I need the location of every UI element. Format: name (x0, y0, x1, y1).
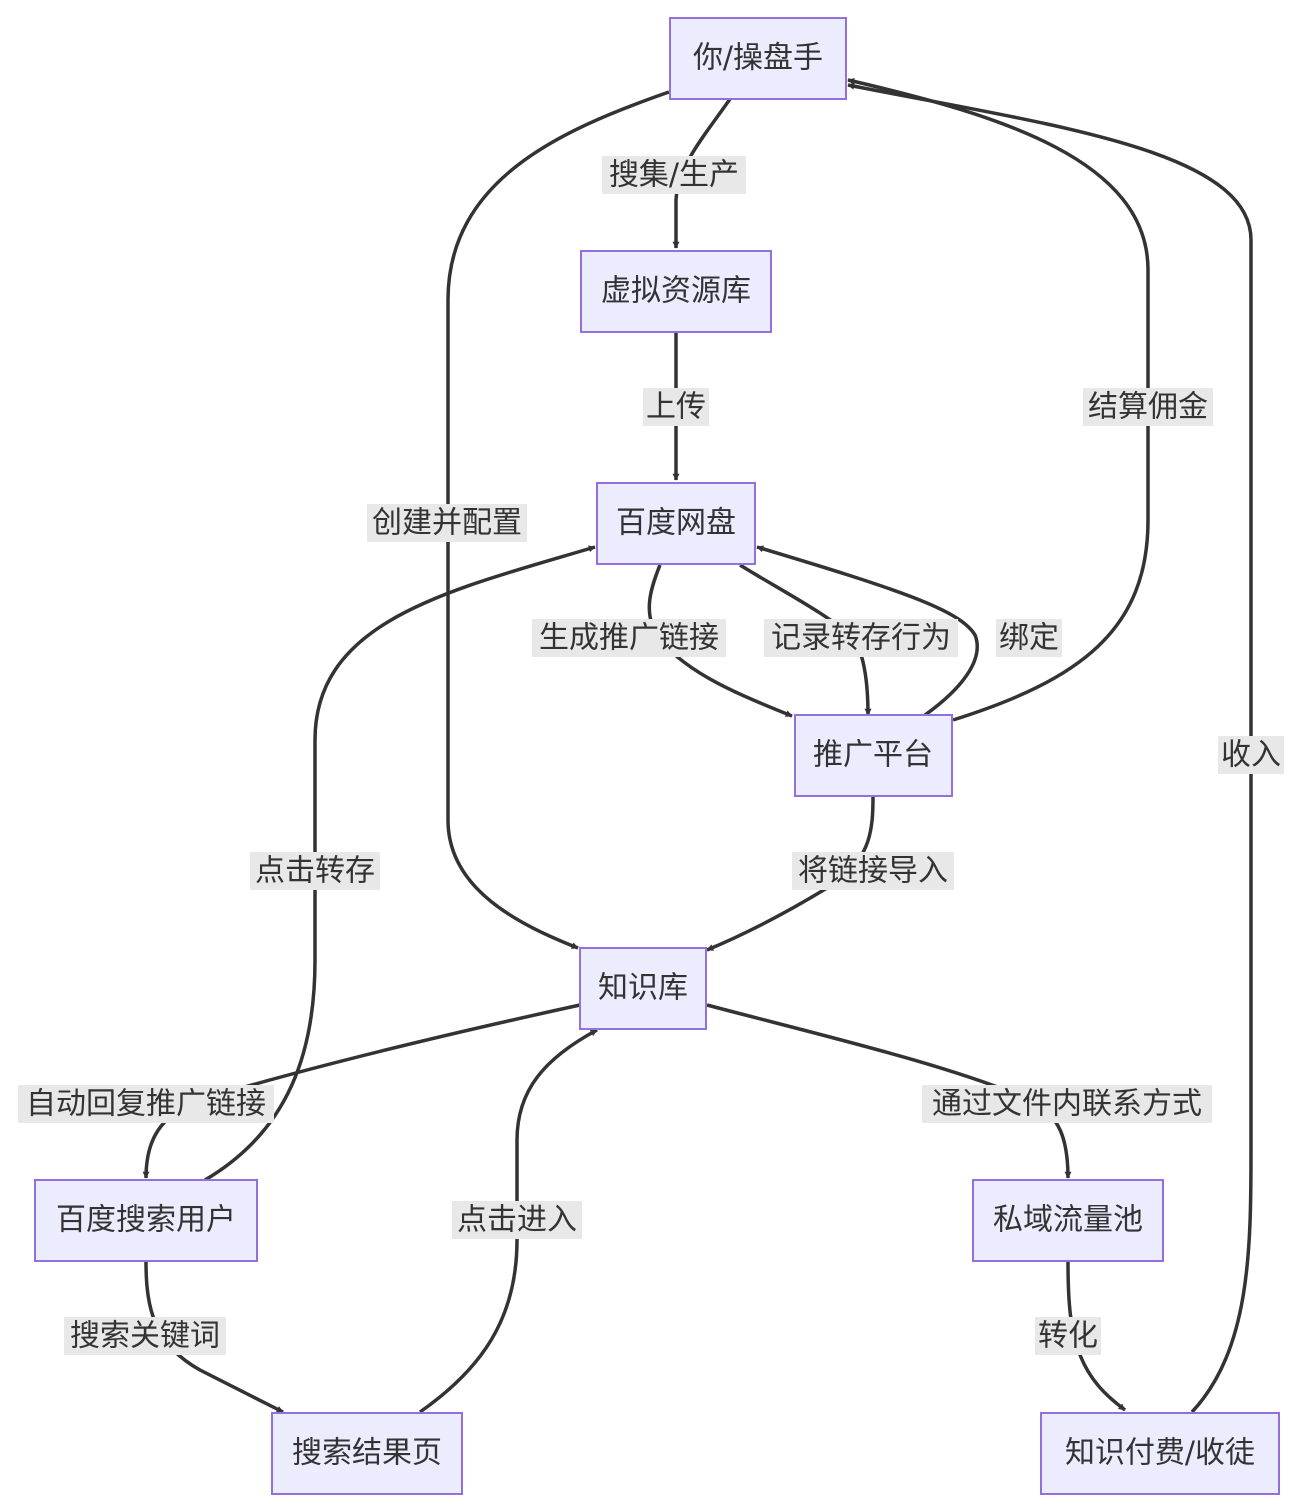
label-auto-reply-text: 自动回复推广链接 (26, 1087, 266, 1122)
label-click-save-text: 点击转存 (255, 854, 375, 889)
label-click-enter: 点击进入 (452, 1201, 582, 1239)
node-resource-library-label: 虚拟资源库 (601, 274, 751, 309)
edge-click-enter (418, 1028, 598, 1414)
node-paid-knowledge-label: 知识付费/收徒 (1065, 1436, 1255, 1471)
label-collect: 搜集/生产 (602, 156, 746, 194)
label-create-config-text: 创建并配置 (372, 506, 522, 541)
label-upload-text: 上传 (646, 390, 706, 425)
label-create-config: 创建并配置 (367, 504, 527, 542)
node-baidu-pan-label: 百度网盘 (616, 506, 736, 541)
label-import-link-text: 将链接导入 (798, 854, 948, 889)
edge-create-config (446, 90, 670, 950)
label-collect-text: 搜集/生产 (609, 158, 739, 193)
edge-search-kw (144, 1261, 284, 1414)
node-search-results-label: 搜索结果页 (292, 1436, 442, 1471)
label-bind: 绑定 (996, 619, 1062, 657)
edge-auto-reply (142, 1003, 581, 1179)
node-knowledge-base: 知识库 (579, 947, 707, 1030)
label-import-link: 将链接导入 (792, 852, 954, 890)
edge-click-save (204, 545, 596, 1182)
edge-collect (672, 98, 732, 249)
node-knowledge-base-label: 知识库 (598, 971, 688, 1006)
label-click-save: 点击转存 (250, 852, 380, 890)
node-search-user-label: 百度搜索用户 (56, 1203, 236, 1238)
label-upload: 上传 (643, 388, 709, 426)
label-record-save: 记录转存行为 (764, 619, 958, 657)
label-convert: 转化 (1035, 1317, 1101, 1355)
node-private-traffic: 私域流量池 (972, 1179, 1164, 1262)
edge-labels: 搜集/生产 上传 创建并配置 生成推广链接 记录转存行为 绑定 结算佣金 收入 (18, 156, 1284, 1355)
nodes: 你/操盘手 虚拟资源库 百度网盘 推广平台 知识库 百度搜索用户 搜索结果页 (34, 17, 1280, 1495)
node-operator-label: 你/操盘手 (693, 41, 823, 76)
edge-contact (706, 1003, 1072, 1179)
label-contact-text: 通过文件内联系方式 (932, 1087, 1202, 1122)
label-gen-link: 生成推广链接 (532, 619, 726, 657)
label-settle-text: 结算佣金 (1088, 390, 1208, 425)
label-income-text: 收入 (1221, 738, 1281, 773)
node-baidu-pan: 百度网盘 (596, 482, 756, 565)
label-settle: 结算佣金 (1083, 388, 1213, 426)
label-bind-text: 绑定 (999, 621, 1059, 656)
label-gen-link-text: 生成推广链接 (539, 621, 719, 656)
label-search-kw: 搜索关键词 (64, 1317, 226, 1355)
label-search-kw-text: 搜索关键词 (70, 1319, 220, 1354)
node-promo-platform-label: 推广平台 (813, 738, 933, 773)
node-search-user: 百度搜索用户 (34, 1179, 258, 1262)
label-click-enter-text: 点击进入 (457, 1203, 577, 1238)
node-search-results: 搜索结果页 (271, 1412, 463, 1495)
node-paid-knowledge: 知识付费/收徒 (1040, 1412, 1280, 1495)
node-private-traffic-label: 私域流量池 (993, 1203, 1143, 1238)
label-record-save-text: 记录转存行为 (771, 621, 951, 656)
node-operator: 你/操盘手 (669, 17, 847, 100)
node-promo-platform: 推广平台 (794, 714, 953, 797)
node-resource-library: 虚拟资源库 (580, 250, 772, 333)
edge-settle (847, 78, 1150, 722)
edge-bind (756, 545, 979, 717)
label-contact: 通过文件内联系方式 (922, 1085, 1212, 1123)
edges (142, 78, 1253, 1414)
label-income: 收入 (1218, 736, 1284, 774)
label-auto-reply: 自动回复推广链接 (18, 1085, 274, 1123)
label-convert-text: 转化 (1038, 1319, 1098, 1354)
edge-income (847, 82, 1253, 1414)
